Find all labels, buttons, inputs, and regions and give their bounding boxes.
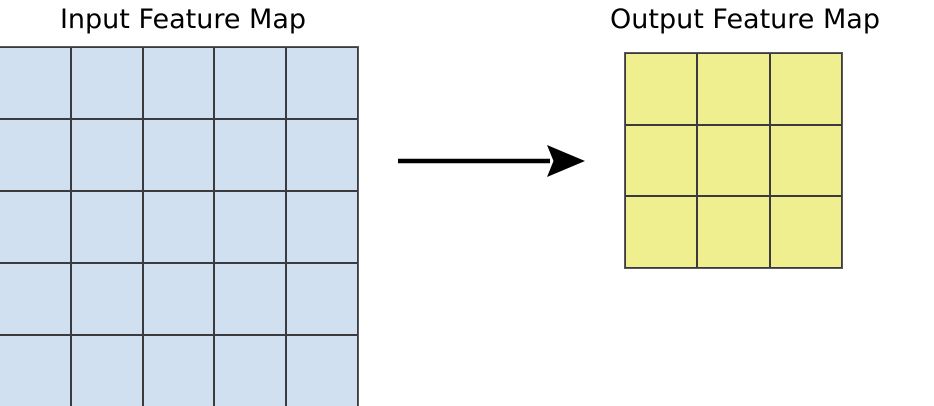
input-grid-cell — [287, 48, 357, 118]
output-grid-cell — [770, 197, 841, 267]
output-grid-cell — [770, 125, 841, 196]
input-grid-cell — [0, 48, 70, 118]
input-grid-cell — [71, 336, 142, 406]
output-grid-cell — [698, 197, 769, 267]
input-grid-cell — [143, 120, 214, 190]
input-grid-cell — [71, 120, 142, 190]
input-feature-map-grid — [0, 46, 359, 406]
input-grid-cell — [287, 336, 357, 406]
input-grid-cell — [0, 120, 70, 190]
input-grid-cell — [215, 120, 286, 190]
input-grid-cell — [287, 120, 357, 190]
input-grid-cell — [0, 192, 70, 262]
output-grid-cell — [698, 125, 769, 196]
input-grid-cell — [0, 336, 70, 406]
input-feature-map-title: Input Feature Map — [59, 4, 307, 35]
input-grid-cell — [0, 264, 70, 334]
input-grid-cell — [287, 192, 357, 262]
input-grid-cell — [215, 336, 286, 406]
input-grid-cell — [143, 336, 214, 406]
output-grid-cell — [626, 125, 697, 196]
arrow-head — [547, 145, 585, 177]
output-grid-cell — [770, 54, 841, 124]
output-feature-map-title: Output Feature Map — [610, 4, 880, 35]
transform-arrow-icon — [398, 145, 585, 177]
output-feature-map-grid — [624, 52, 843, 269]
input-grid-cell — [215, 48, 286, 118]
input-grid-cell — [71, 192, 142, 262]
input-grid-cell — [71, 48, 142, 118]
input-grid-cell — [287, 264, 357, 334]
input-grid-cell — [143, 192, 214, 262]
output-grid-cell — [626, 197, 697, 267]
input-grid-cell — [143, 48, 214, 118]
input-grid-cell — [143, 264, 214, 334]
input-grid-cell — [215, 264, 286, 334]
input-grid-cell — [71, 264, 142, 334]
output-grid-cell — [626, 54, 697, 124]
output-grid-cell — [698, 54, 769, 124]
input-grid-cell — [215, 192, 286, 262]
